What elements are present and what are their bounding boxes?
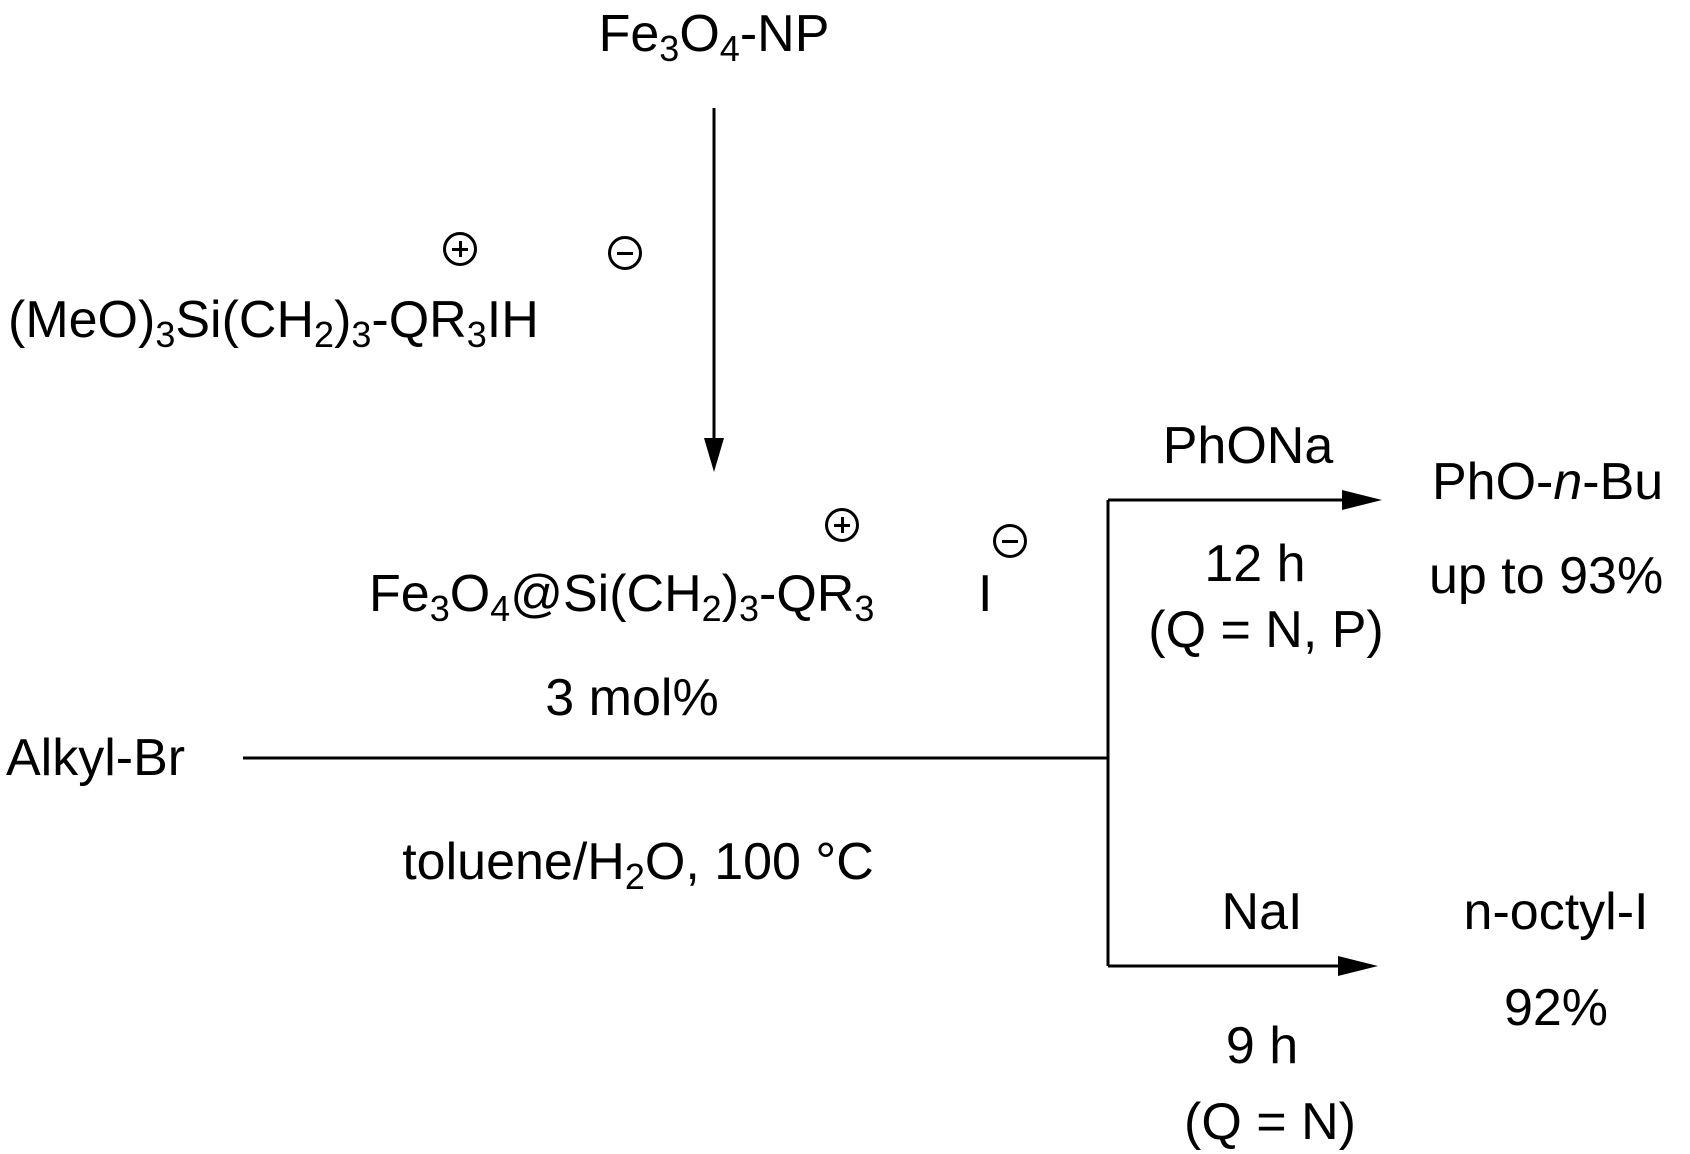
start-material-label: Fe3O4-NP (598, 5, 830, 69)
silane-reagent-label: (MeO)3Si(CH2)3-QR3IH (8, 291, 539, 355)
minus-icon (608, 236, 642, 270)
top-branch-note: (Q = N, P) (1148, 601, 1384, 659)
top-branch-reagent: PhONa (1162, 417, 1334, 475)
plus-icon (443, 232, 477, 266)
bottom-branch-product: n-octyl-I (1463, 883, 1649, 941)
minus-icon (993, 524, 1027, 558)
reaction-conditions: toluene/H2O, 100 °C (402, 833, 874, 897)
catalyst-loading: 3 mol% (545, 669, 719, 727)
substrate-label: Alkyl-Br (6, 729, 186, 787)
catalyst-counterion: I (978, 565, 993, 623)
top-branch-yield: up to 93% (1429, 547, 1664, 605)
bottom-branch-time: 9 h (1225, 1017, 1299, 1075)
bottom-branch-arrowhead (1338, 956, 1378, 976)
top-branch-product: PhO-n-Bu (1432, 453, 1664, 511)
vertical-arrowhead (704, 438, 724, 472)
bottom-branch-note: (Q = N) (1184, 1093, 1356, 1151)
top-branch-arrowhead (1342, 490, 1382, 510)
catalyst-label: Fe3O4@Si(CH2)3-QR3 (369, 565, 875, 629)
bottom-branch-yield: 92% (1503, 979, 1609, 1037)
bottom-branch-reagent: NaI (1221, 883, 1303, 941)
plus-icon (825, 508, 859, 542)
top-branch-time: 12 h (1204, 535, 1306, 593)
